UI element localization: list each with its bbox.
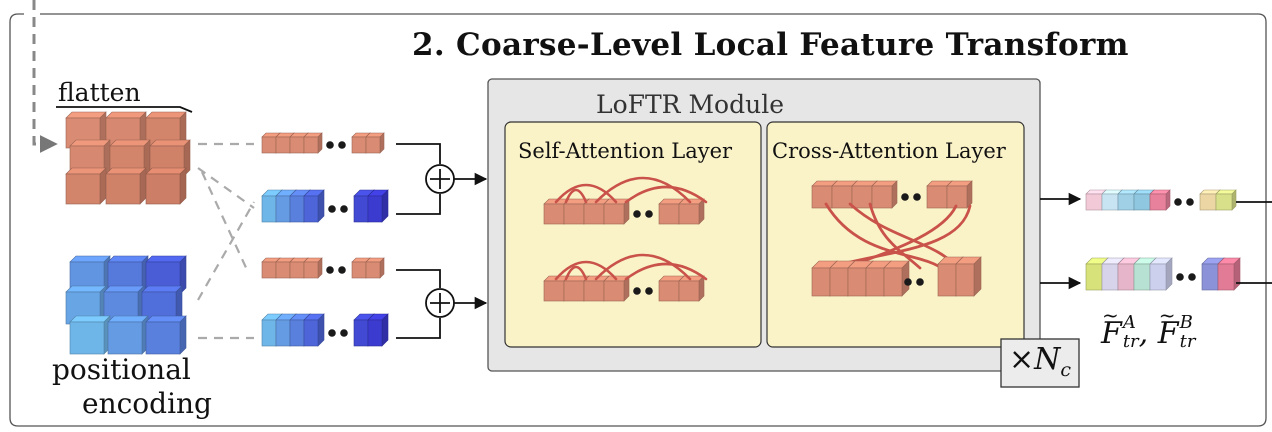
token-cube xyxy=(367,313,389,347)
positional-encoding-grid xyxy=(65,255,187,355)
pos-token-row-b xyxy=(261,313,389,347)
self-attention-tokens-top xyxy=(543,198,705,225)
token-cube xyxy=(303,189,325,223)
token-cube xyxy=(603,198,630,225)
token-cube xyxy=(1215,189,1237,211)
feature-cube xyxy=(145,167,187,205)
ellipsis-dot xyxy=(340,205,348,213)
attention-arc xyxy=(554,183,618,204)
output-tokens-a xyxy=(1085,189,1237,211)
flatten-label: flatten xyxy=(58,78,141,107)
plus-icon xyxy=(425,164,455,194)
repeat-count-label: ×Nc xyxy=(1009,342,1072,381)
plus-icon xyxy=(425,288,455,318)
feature-map-salmon xyxy=(65,111,191,205)
encoding-label: encoding xyxy=(82,387,212,420)
ellipsis-dot xyxy=(645,210,653,218)
ellipsis-dot xyxy=(633,210,641,218)
self-attention-tokens-bottom xyxy=(543,275,705,302)
ellipsis-dot xyxy=(904,278,912,286)
token-row-a xyxy=(261,132,385,154)
feature-cube xyxy=(105,167,147,205)
ellipsis-dot xyxy=(1174,198,1182,206)
cross-attention-tokens-bottom xyxy=(811,256,982,297)
attention-arc xyxy=(554,260,618,281)
output-tokens-b xyxy=(1085,257,1241,291)
ellipsis-dot xyxy=(338,266,346,274)
token-cube xyxy=(365,132,385,154)
pos-token-row-a xyxy=(261,189,389,223)
token-cube xyxy=(871,180,898,209)
attention-arc xyxy=(564,188,588,204)
token-cube xyxy=(1149,189,1171,211)
ellipsis-dot xyxy=(633,287,641,295)
attention-arc xyxy=(564,265,588,281)
token-cube xyxy=(1149,257,1173,291)
ellipsis-dot xyxy=(328,205,336,213)
token-cube xyxy=(303,313,325,347)
self-attention-arcs xyxy=(554,176,708,281)
token-cube xyxy=(303,132,323,154)
encoding-cube xyxy=(145,315,187,355)
ellipsis-dot xyxy=(916,278,924,286)
encoding-cube xyxy=(107,315,149,355)
section-title: 2. Coarse-Level Local Feature Transform xyxy=(412,27,1129,63)
ellipsis-dot xyxy=(913,193,921,201)
feature-cube xyxy=(65,167,107,205)
token-cube xyxy=(303,257,323,279)
ellipsis-dot xyxy=(901,193,909,201)
token-cube xyxy=(955,256,982,297)
token-cube xyxy=(678,275,705,302)
token-cube xyxy=(678,198,705,225)
cross-attention-tokens-top xyxy=(811,180,973,209)
token-cube xyxy=(367,189,389,223)
attention-arc xyxy=(624,185,708,204)
attention-arc xyxy=(594,253,692,281)
outer-frame xyxy=(9,13,1267,427)
positional-label: positional xyxy=(52,353,191,386)
encoding-cube xyxy=(69,315,111,355)
sum-connectors xyxy=(396,143,441,339)
token-cube xyxy=(946,180,973,209)
attention-arc xyxy=(594,176,692,204)
ellipsis-dot xyxy=(1186,198,1194,206)
repeat-box xyxy=(1000,338,1080,388)
ellipsis-dot xyxy=(326,141,334,149)
dashed-connectors xyxy=(197,142,255,340)
cross-attention-curve xyxy=(868,202,922,270)
token-cube xyxy=(1217,257,1241,291)
ellipsis-dot xyxy=(338,141,346,149)
ellipsis-dot xyxy=(328,329,336,337)
token-cube xyxy=(603,275,630,302)
ellipsis-dot xyxy=(645,287,653,295)
token-cube xyxy=(883,260,910,297)
cross-attention-title: Cross-Attention Layer xyxy=(772,139,1006,163)
flatten-arrow xyxy=(56,106,193,113)
ellipsis-dot xyxy=(326,266,334,274)
ellipsis-dot xyxy=(1176,273,1184,281)
self-attention-title: Self-Attention Layer xyxy=(518,139,733,163)
attention-arc xyxy=(624,262,708,281)
token-cube xyxy=(365,257,385,279)
ellipsis-dot xyxy=(1188,273,1196,281)
token-row-b xyxy=(261,257,385,279)
ellipsis-dot xyxy=(340,329,348,337)
loftr-module-title: LoFTR Module xyxy=(596,90,784,119)
input-dashed-arrow xyxy=(32,0,58,153)
